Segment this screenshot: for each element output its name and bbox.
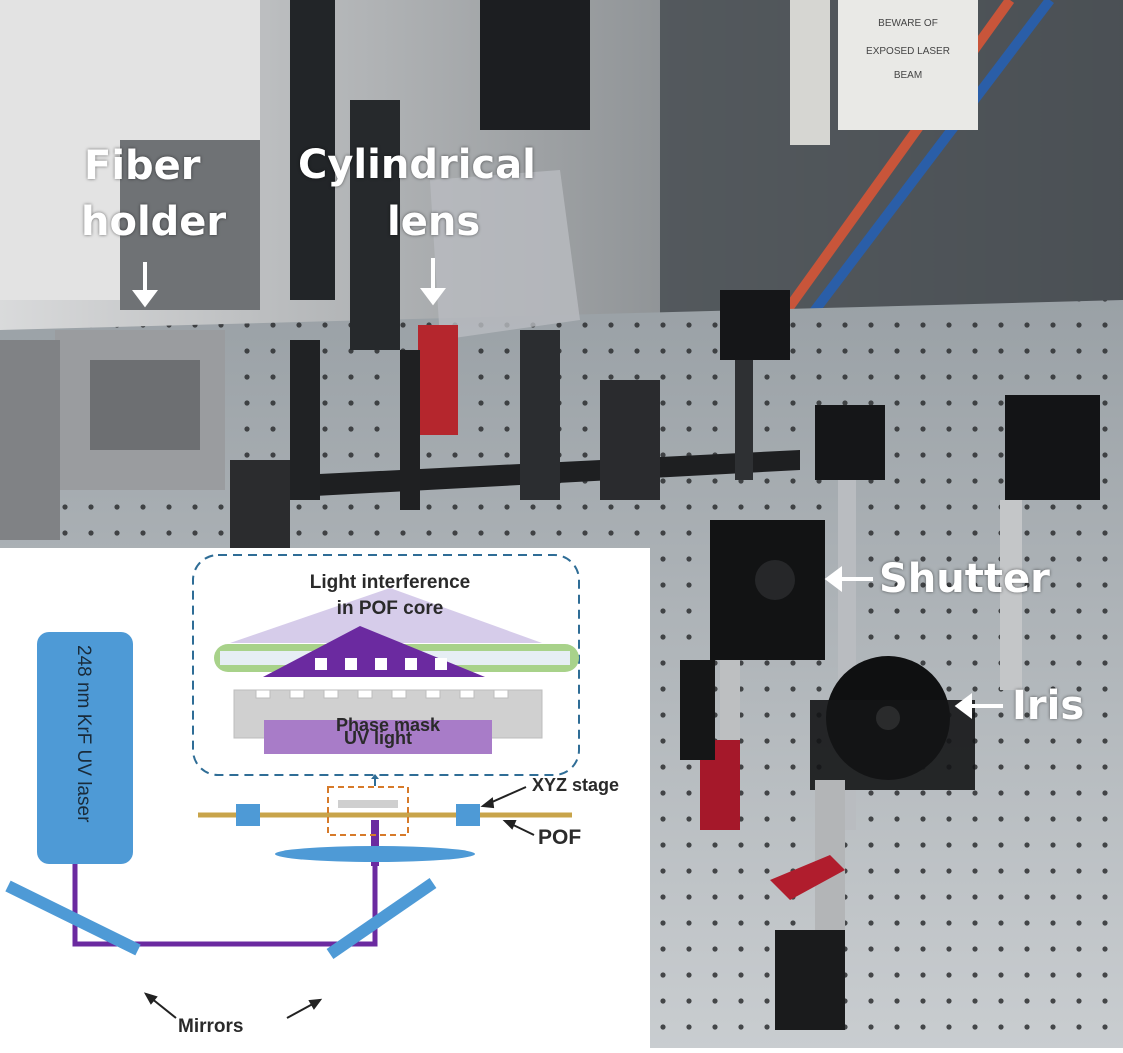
plastic-bag — [430, 170, 580, 340]
warning-sign: BEWARE OF EXPOSED LASER BEAM — [790, 0, 978, 145]
post-mid — [520, 330, 560, 500]
post-left — [290, 340, 320, 500]
diffracted-beam-left — [230, 588, 390, 643]
iris-mount — [810, 700, 975, 790]
cylindrical-lens-mount — [418, 325, 458, 435]
mirror-right-leader-head — [308, 998, 323, 1010]
shutter-arrowhead — [824, 566, 842, 592]
photo-arrows — [132, 258, 1003, 719]
red-clamp — [770, 855, 845, 900]
post-holder-left — [680, 660, 715, 760]
camera-mount — [350, 100, 400, 350]
fiber-holder — [0, 330, 290, 550]
lens-arrowhead — [420, 288, 446, 306]
iris-label: Iris — [1012, 683, 1085, 729]
grating-fringes — [315, 658, 447, 670]
fiber-holder-arrowhead — [132, 290, 158, 308]
detail-inset-box — [192, 554, 580, 776]
sign-line-2: EXPOSED LASER — [866, 46, 950, 57]
xyz-stage-label: XYZ stage — [532, 775, 619, 795]
device-post-right — [1000, 500, 1022, 690]
mirror-mount-top — [720, 290, 790, 360]
vertical-post — [290, 0, 335, 300]
monitor — [480, 0, 590, 130]
cylindrical-lens-label-line2: lens — [387, 199, 481, 245]
sign-line-1: BEWARE OF — [878, 18, 938, 29]
schematic-inset: 248 nm KrF UV laser — [0, 548, 650, 1048]
laser-label: 248 nm KrF UV laser — [73, 645, 94, 823]
phase-mask-label: Phase mask — [336, 715, 441, 735]
fiber-holder-label-line1: Fiber — [84, 143, 201, 189]
mirror-mount-mid — [815, 405, 885, 480]
laser-box — [37, 632, 133, 864]
cylindrical-lens-shape — [275, 846, 475, 862]
pof-leader-head — [502, 820, 517, 830]
mirror-right — [326, 878, 437, 959]
mirror-left-leader-head — [143, 992, 158, 1005]
shutter-aperture — [755, 560, 795, 600]
diffracted-beam-right — [390, 588, 542, 643]
uv-light-box — [264, 720, 492, 754]
mirror-left — [5, 880, 141, 956]
cylindrical-lens-label-line1: Cylindrical — [298, 142, 536, 188]
uv-light-label: UV light — [344, 728, 412, 748]
iris-arrowhead — [954, 693, 972, 719]
stage-clamp-left — [236, 804, 260, 826]
lens-post — [400, 350, 420, 510]
blue-cable — [796, 0, 1054, 334]
zoom-region-box — [327, 786, 409, 836]
mirror-post-top — [735, 360, 753, 480]
connector-arrowhead — [371, 774, 379, 779]
small-phase-mask — [338, 800, 398, 808]
sign-line-3: BEAM — [894, 70, 922, 81]
mirrors-label: Mirrors — [178, 1016, 243, 1037]
inset-title-line2: in POF core — [337, 598, 444, 619]
iris-post-holder — [775, 930, 845, 1030]
xyz-leader-head — [480, 797, 495, 809]
beam-path — [72, 848, 378, 947]
post-right — [600, 380, 660, 500]
schematic-diagram: 248 nm KrF UV laser — [5, 554, 619, 1037]
pof-label: POF — [538, 826, 581, 849]
leader-arrows — [143, 786, 535, 1019]
fiber-holder-label-line2: holder — [81, 199, 227, 245]
stage-clamp-right — [456, 804, 480, 826]
inset-title-line1: Light interference — [310, 572, 470, 593]
device-box-right — [1005, 395, 1100, 500]
shutter-label: Shutter — [879, 556, 1050, 602]
